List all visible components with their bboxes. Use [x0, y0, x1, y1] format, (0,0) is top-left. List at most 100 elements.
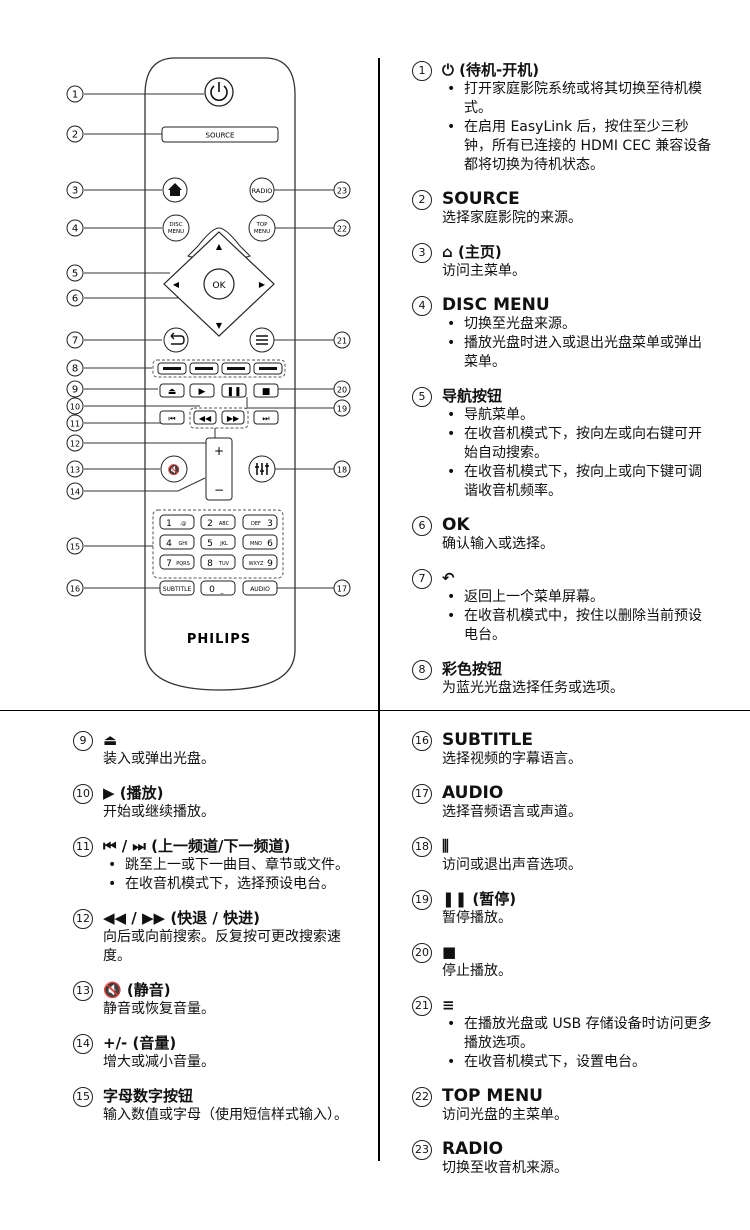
sound-settings-icon	[255, 463, 269, 475]
svg-text:1: 1	[72, 90, 78, 101]
entry-15: 15 字母数字按钮 输入数值或字母（使用短信样式输入）。	[73, 1086, 363, 1125]
entry-2: 2 SOURCE 选择家庭影院的来源。	[412, 189, 712, 228]
callout-10: 10	[66, 397, 84, 415]
svg-text:5: 5	[72, 269, 78, 280]
entry-8: 8 彩色按钮 为蓝光光盘选择任务或选项。	[412, 659, 712, 698]
svg-text:15: 15	[70, 543, 80, 552]
svg-text:17: 17	[337, 585, 347, 594]
callout-3: 3	[66, 181, 84, 199]
entry-11: 11 ⏮ / ⏭ (上一频道/下一频道) 跳至上一或下一曲目、章节或文件。在收音…	[73, 836, 363, 894]
key-9-letters: WXYZ	[249, 561, 264, 567]
key-5-number: 5	[207, 539, 213, 549]
key-6-letters: MNO	[250, 541, 262, 547]
entry-22: 22 TOP MENU 访问光盘的主菜单。	[412, 1086, 712, 1125]
entry-12: 12 ◀◀ / ▶▶ (快退 / 快进) 向后或向前搜索。反复按可更改搜索速度。	[73, 908, 363, 966]
options-button	[249, 327, 275, 353]
subtitle-button: SUBTITLE	[159, 580, 195, 596]
pause-icon: ❚❚	[442, 890, 468, 908]
svg-text:4: 4	[72, 224, 78, 235]
key-0: 0 _	[200, 580, 236, 596]
svg-text:23: 23	[337, 187, 347, 196]
home-button	[162, 177, 188, 203]
entry-13: 13 🔇 (静音) 静音或恢复音量。	[73, 980, 363, 1019]
column-bottom-right: 16 SUBTITLE 选择视频的字幕语言。 17 AUDIO 选择音频语言或声…	[412, 730, 712, 1192]
audio-button: AUDIO	[242, 580, 278, 596]
eject-icon: ⏏	[103, 731, 118, 749]
svg-text:6: 6	[72, 294, 78, 305]
svg-text:3: 3	[72, 186, 78, 197]
callout-23: 23	[333, 181, 351, 199]
key-2-letters: ABC	[219, 521, 230, 527]
back-button	[163, 327, 189, 353]
svg-text:7: 7	[72, 336, 78, 347]
entry-21: 21 ≡ 在播放光盘或 USB 存储设备时访问更多播放选项。在收音机模式下，设置…	[412, 995, 712, 1072]
svg-text:RADIO: RADIO	[252, 187, 273, 195]
entry-7: 7 ↶ 返回上一个菜单屏幕。在收音机模式中，按住以删除当前预设电台。	[412, 568, 712, 645]
svg-text:8: 8	[72, 364, 78, 375]
svg-text:19: 19	[337, 405, 347, 414]
key-1-number: 1	[166, 519, 172, 529]
callout-6: 6	[66, 289, 84, 307]
svg-text:2: 2	[72, 130, 78, 141]
svg-text:14: 14	[70, 488, 80, 497]
stop-icon: ■	[442, 943, 457, 961]
nav-up-icon: ▲	[216, 242, 223, 251]
play-icon: ▶	[199, 387, 206, 397]
callout-18: 18	[333, 460, 351, 478]
transport-row-2: ⏮ ◀◀ ▶▶ ⏭	[159, 407, 279, 429]
stop-icon: ■	[262, 387, 271, 397]
rewind-icon: ◀◀	[199, 414, 212, 423]
callout-22: 22	[333, 219, 351, 237]
mute-button: 🔇	[160, 455, 188, 483]
svg-text:_: _	[220, 587, 225, 594]
mute-icon: 🔇	[103, 981, 122, 999]
svg-text:AUDIO: AUDIO	[250, 586, 270, 593]
back-icon: ↶	[442, 569, 455, 587]
key-4-number: 4	[166, 539, 172, 549]
entry-17: 17 AUDIO 选择音频语言或声道。	[412, 783, 712, 822]
callout-9: 9	[66, 380, 84, 398]
top-menu-button: TOP MENU	[248, 214, 276, 242]
leader-lines-right	[246, 189, 334, 589]
vertical-divider-bottom	[378, 711, 380, 1161]
entry-5: 5 导航按钮 导航菜单。在收音机模式下，按向左或向右键可开始自动搜索。在收音机模…	[412, 386, 712, 501]
entry-16: 16 SUBTITLE 选择视频的字幕语言。	[412, 730, 712, 769]
callout-13: 13	[66, 460, 84, 478]
home-icon	[168, 183, 182, 196]
nav-left-icon: ◀	[173, 280, 180, 289]
ok-button	[203, 268, 235, 300]
callout-4: 4	[66, 219, 84, 237]
back-icon	[170, 332, 185, 345]
entry-9: 9 ⏏ 装入或弹出光盘。	[73, 730, 363, 769]
svg-text:DISC: DISC	[169, 222, 182, 228]
svg-text:MENU: MENU	[254, 229, 270, 235]
nav-down-icon: ▼	[216, 321, 223, 330]
previous-icon: ⏮	[168, 414, 175, 423]
svg-text:16: 16	[70, 585, 80, 594]
pause-icon: ❚❚	[226, 387, 241, 397]
callout-17: 17	[333, 579, 351, 597]
volume-rocker: + −	[205, 437, 233, 501]
column-top-right: 1 ⏻ (待机-开机) 打开家庭影院系统或将其切换至待机模式。在启用 EasyL…	[412, 60, 712, 712]
svg-text:TOP: TOP	[255, 222, 268, 228]
svg-text:0: 0	[209, 585, 215, 595]
rewind-forward-icon: ◀◀ / ▶▶	[103, 909, 166, 927]
svg-text:20: 20	[337, 386, 347, 395]
disc-menu-button: DISC MENU	[162, 214, 190, 242]
callout-11: 11	[66, 414, 84, 432]
entry-18: 18 ⫼ 访问或退出声音选项。	[412, 836, 712, 875]
key-9-number: 9	[267, 559, 273, 569]
svg-text:9: 9	[72, 385, 78, 396]
svg-text:22: 22	[337, 225, 347, 234]
entry-6: 6 OK 确认输入或选择。	[412, 515, 712, 554]
sound-settings-button	[248, 455, 276, 483]
callout-16: 16	[66, 579, 84, 597]
svg-text:+: +	[214, 444, 224, 458]
navigation-pad: ▲ ▼ ◀ ▶ OK	[163, 227, 275, 337]
previous-next-icon: ⏮ / ⏭	[103, 837, 146, 855]
